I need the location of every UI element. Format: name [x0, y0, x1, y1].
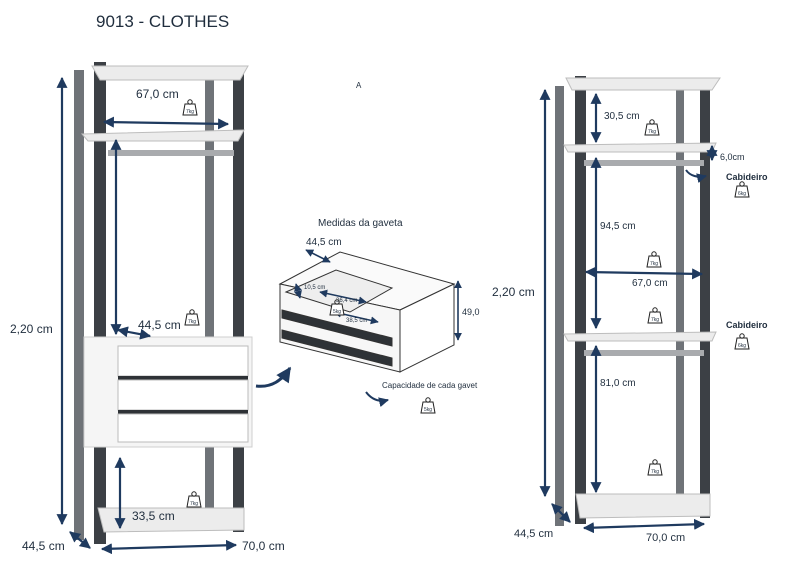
weight-label: 6kg: [738, 191, 746, 197]
drawer-capacity-label: Capacidade de cada gavet: [382, 381, 478, 390]
weight-label: 7kg: [186, 109, 194, 115]
center-marker: A: [356, 81, 362, 90]
left-width-bottom: 70,0 cm: [242, 539, 285, 553]
drawer-detail: [278, 251, 456, 373]
weight-label: 7kg: [648, 129, 656, 135]
right-hanging-rail-2: [584, 350, 704, 356]
right-front-post-left: [575, 76, 586, 524]
weight-icon: 7kg: [646, 251, 662, 268]
drawer-height: 49,0: [462, 307, 480, 317]
left-mid-depth: 44,5 cm: [138, 318, 181, 332]
hanger-arrow: [685, 169, 707, 184]
capacity-arrow: [365, 391, 389, 408]
right-bottom-shelf: [575, 493, 711, 519]
drawer-gap-1: [118, 376, 248, 380]
weight-icon: 5kg: [329, 299, 345, 316]
right-shelf-3: [563, 331, 717, 342]
left-base-height: 33,5 cm: [132, 509, 175, 523]
right-depth: 44,5 cm: [514, 528, 553, 540]
drawer-gap-2: [118, 410, 248, 414]
weight-icon: 7kg: [647, 307, 663, 324]
drawer-inner-width: 36,4 cm: [336, 298, 357, 304]
right-unit: [555, 76, 721, 526]
left-back-post-right: [205, 72, 214, 508]
weight-label: 7kg: [651, 469, 659, 475]
right-front-post-right: [700, 82, 710, 518]
drawer-inner-length: 38,5 cm: [346, 318, 367, 324]
weight-icon: 6kg: [734, 181, 750, 198]
weight-icon: 6kg: [734, 333, 750, 350]
left-back-post-left: [74, 70, 84, 540]
weight-label: 7kg: [650, 261, 658, 267]
weight-icon: 7kg: [184, 309, 200, 326]
right-shelf-2: [563, 142, 717, 153]
page-title: 9013 - CLOTHES: [96, 12, 229, 31]
left-front-post-right: [233, 66, 244, 532]
right-height: 2,20 cm: [492, 285, 535, 299]
left-bottom-shelf: [97, 507, 245, 533]
hanger-label-1: Cabideiro: [726, 172, 768, 182]
hanger-label-2: Cabideiro: [726, 320, 768, 330]
detail-pointer-arrow: [255, 366, 292, 388]
weight-label: 7kg: [651, 317, 659, 323]
weight-icon: 7kg: [647, 459, 663, 476]
weight-icon: 7kg: [182, 99, 198, 116]
left-hanging-rail: [108, 150, 234, 156]
weight-icon: 5kg: [420, 397, 436, 414]
right-width-mid: 67,0 cm: [632, 278, 668, 289]
weight-label: 5kg: [333, 309, 341, 315]
left-top-shelf: [91, 65, 249, 81]
weight-icon: 7kg: [644, 119, 660, 136]
weight-label: 6kg: [738, 343, 746, 349]
weight-icon: 7kg: [186, 491, 202, 508]
right-hanging-rail-1: [584, 160, 704, 166]
right-back-post-right: [676, 90, 684, 494]
right-upper-section: 94,5 cm: [600, 221, 636, 232]
drawer-inner-depth: 10,5 cm: [304, 285, 325, 291]
left-depth: 44,5 cm: [22, 539, 65, 553]
weight-label: 5kg: [424, 407, 432, 413]
left-width-top: 67,0 cm: [136, 87, 179, 101]
right-rail-gap: 6,0cm: [720, 152, 745, 162]
right-top-gap: 30,5 cm: [604, 111, 640, 122]
drawer-depth: 44,5 cm: [306, 237, 342, 248]
left-height: 2,20 cm: [10, 322, 53, 336]
weight-label: 7kg: [190, 501, 198, 507]
left-unit: [74, 62, 253, 544]
drawer-2: [117, 379, 249, 411]
right-back-post-left: [555, 86, 564, 526]
drawer-detail-title: Medidas da gaveta: [318, 218, 403, 229]
right-lower-section: 81,0 cm: [600, 378, 636, 389]
drawer-3: [117, 413, 249, 443]
left-shelf-2: [80, 129, 245, 142]
drawer-1: [117, 345, 249, 377]
right-top-shelf: [565, 77, 721, 91]
right-width-bottom: 70,0 cm: [646, 532, 685, 544]
weight-label: 7kg: [188, 319, 196, 325]
